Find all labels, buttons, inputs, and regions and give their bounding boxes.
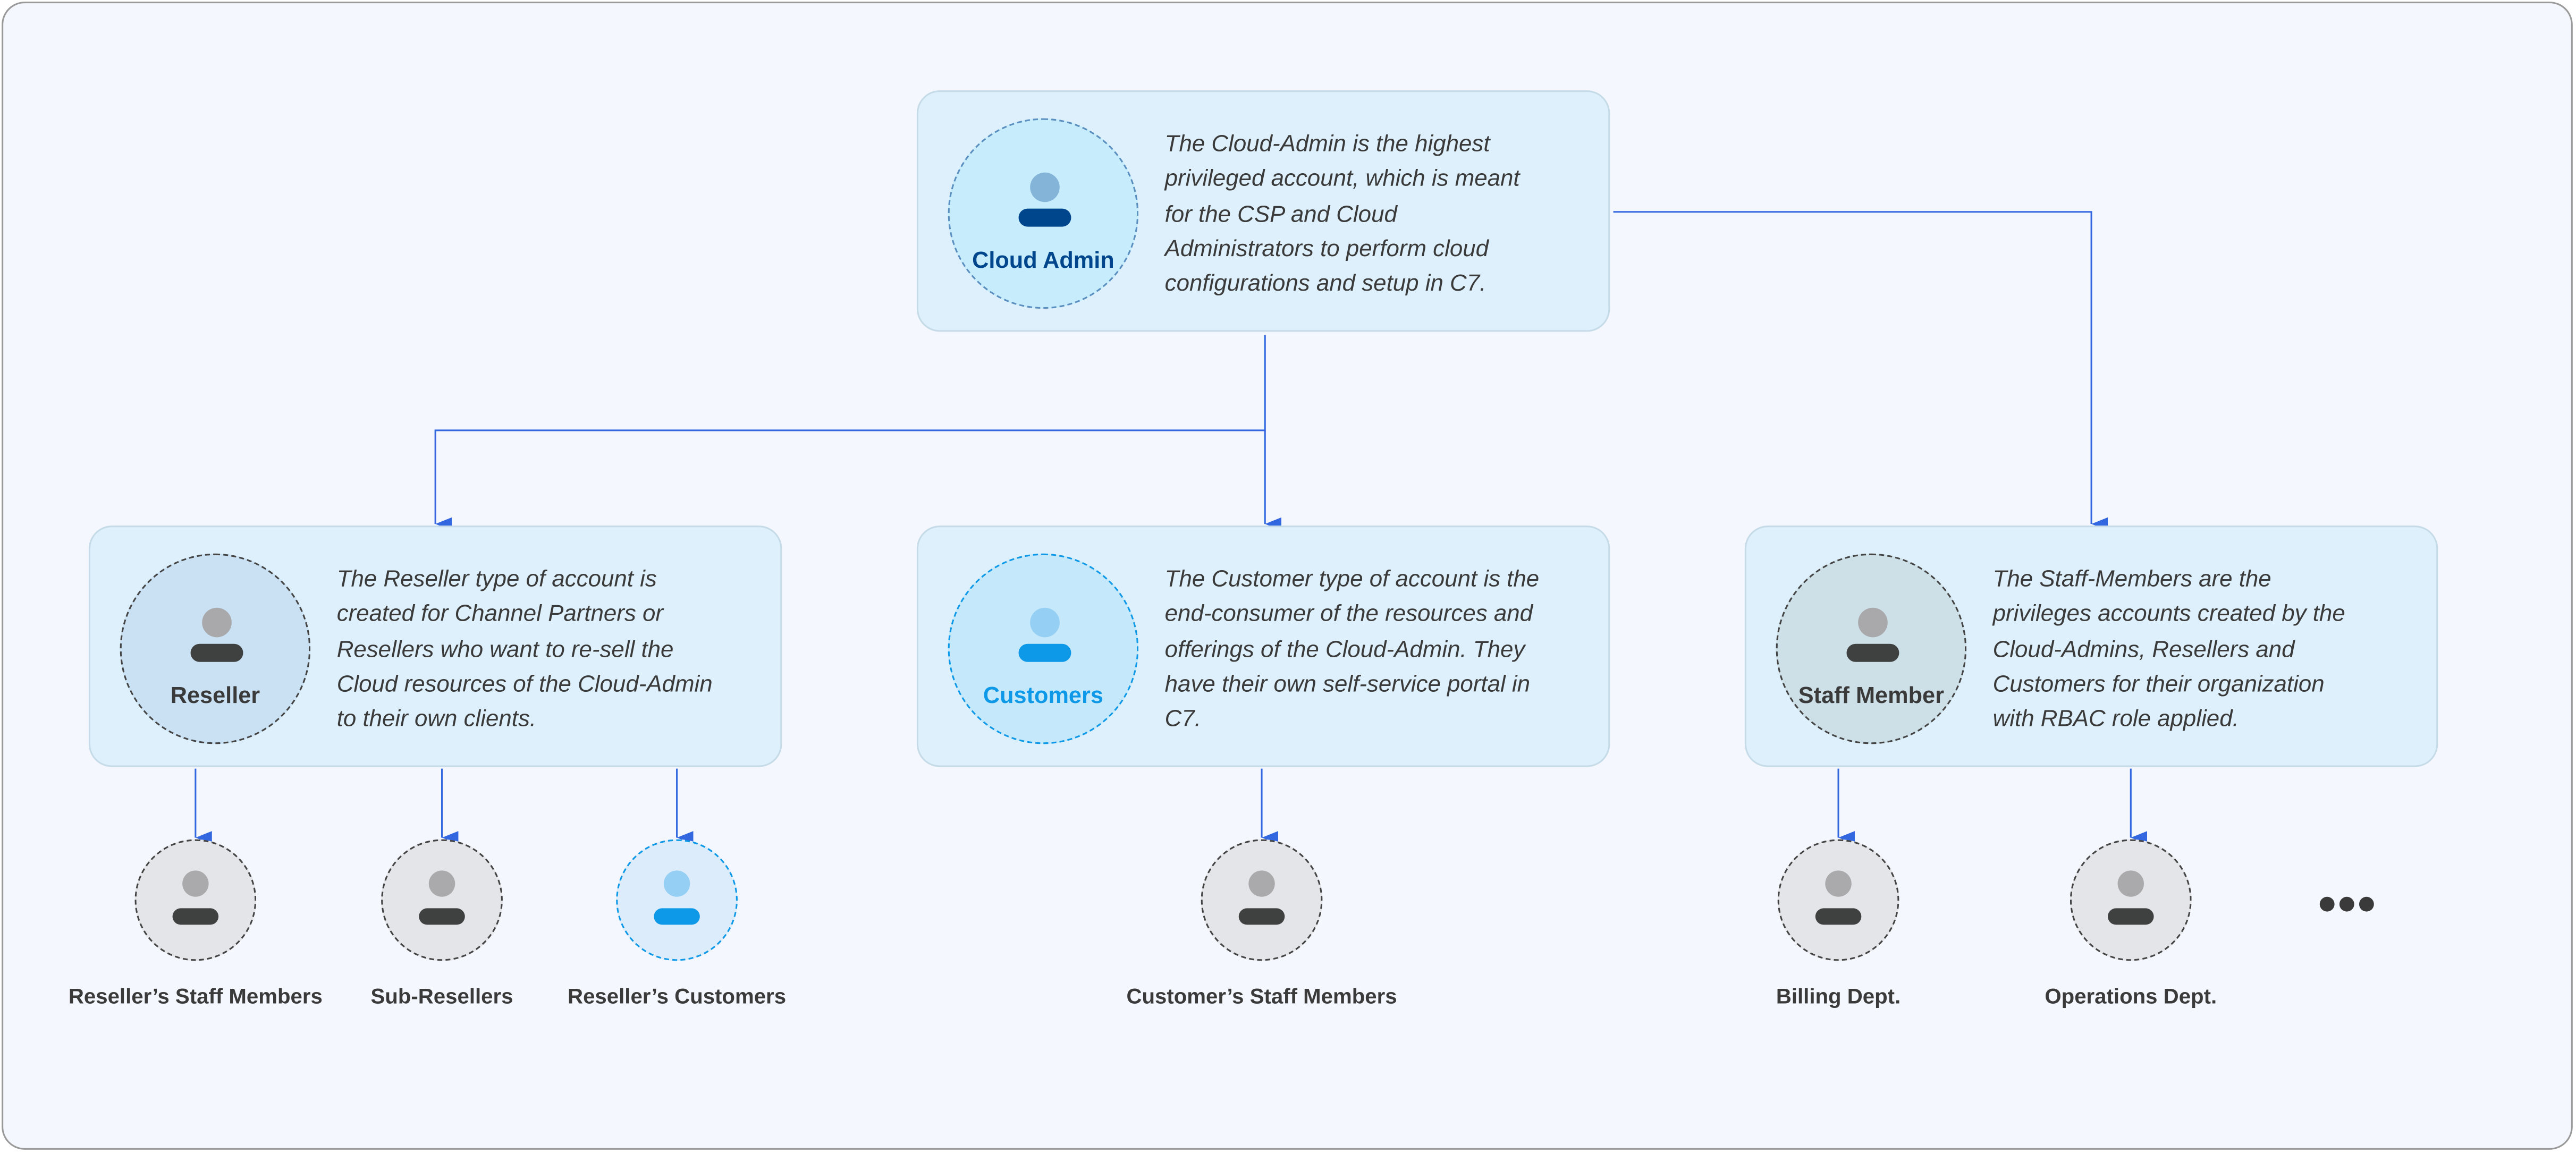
reseller-label: Reseller [170,681,260,708]
staff-member-description: The Staff-Members are the privileges acc… [1993,563,2345,738]
desc-line: C7. [1164,706,1201,733]
desc-line: to their own clients. [336,706,537,733]
cloud-admin-avatar: Cloud Admin [948,118,1139,309]
cloud-admin-description: The Cloud-Admin is the highest privilege… [1165,128,1520,303]
desc-line: Administrators to perform cloud [1164,236,1489,263]
staff-member-avatar: Staff Member [1776,553,1967,744]
user-head-icon [2117,870,2144,897]
desc-line: configurations and setup in C7. [1164,271,1487,298]
desc-line: Cloud resources of the Cloud-Admin [336,671,713,698]
desc-line: Cloud-Admins, Resellers and [1992,637,2295,663]
desc-line: offerings of the Cloud-Admin. They [1164,637,1525,663]
user-head-icon [182,870,209,897]
user-body-icon [1018,643,1071,662]
operations-dept-label: Operations Dept. [2045,984,2217,1008]
ellipsis-icon [2319,890,2379,920]
customers-label: Customers [983,681,1103,708]
user-body-icon [1846,643,1899,662]
desc-line: for the CSP and Cloud [1164,201,1397,228]
desc-line: The Customer type of account is the [1164,566,1540,593]
desc-line: The Staff-Members are the [1992,566,2271,593]
user-head-icon [428,870,455,897]
reseller-card: Reseller The Reseller type of account is… [88,525,782,767]
user-body-icon [419,908,465,925]
reseller-avatar: Reseller [120,553,311,744]
billing-dept-avatar [1777,839,1899,961]
user-body-icon [172,908,219,925]
user-body-icon [1238,908,1285,925]
sub-resellers-avatar [381,839,503,961]
user-head-icon [1825,870,1852,897]
desc-line: with RBAC role applied. [1992,706,2239,733]
reseller-customers-label: Reseller’s Customers [568,984,787,1008]
cloud-admin-card: Cloud Admin The Cloud-Admin is the highe… [916,90,1610,332]
desc-line: Resellers who want to re-sell the [336,637,674,663]
user-head-icon [1248,870,1275,897]
user-body-icon [654,908,700,925]
desc-line: have their own self-service portal in [1164,671,1531,698]
reseller-description: The Reseller type of account is created … [337,563,713,738]
customer-staff-avatar [1201,839,1323,961]
reseller-staff-label: Reseller’s Staff Members [68,984,323,1008]
operations-dept-avatar [2070,839,2192,961]
user-body-icon [1815,908,1862,925]
desc-line: Customers for their organization [1992,671,2325,698]
customers-avatar: Customers [948,553,1139,744]
reseller-staff-avatar [134,839,257,961]
user-body-icon [2108,908,2154,925]
desc-line: privileged account, which is meant [1164,166,1520,193]
staff-member-card: Staff Member The Staff-Members are the p… [1744,525,2438,767]
staff-member-label: Staff Member [1798,681,1944,708]
desc-line: created for Channel Partners or [336,601,664,628]
connector-admin-to-reseller [434,335,1266,531]
user-body-icon [1018,208,1071,227]
customers-description: The Customer type of account is the end-… [1165,563,1540,738]
sub-resellers-label: Sub-Resellers [370,984,513,1008]
customer-staff-label: Customer’s Staff Members [1126,984,1397,1008]
user-head-icon [1858,607,1888,638]
desc-line: The Cloud-Admin is the highest [1164,131,1490,158]
desc-line: privileges accounts created by the [1992,601,2345,628]
user-head-icon [1030,172,1060,202]
user-head-icon [663,870,690,897]
customers-card: Customers The Customer type of account i… [916,525,1610,767]
cloud-admin-label: Cloud Admin [972,246,1114,273]
user-head-icon [202,607,232,638]
user-body-icon [190,643,243,662]
desc-line: end-consumer of the resources and [1164,601,1533,628]
user-head-icon [1030,607,1060,638]
connector-admin-to-staff [1613,211,2108,531]
desc-line: The Reseller type of account is [336,566,657,593]
billing-dept-label: Billing Dept. [1776,984,1901,1008]
reseller-customers-avatar [616,839,738,961]
